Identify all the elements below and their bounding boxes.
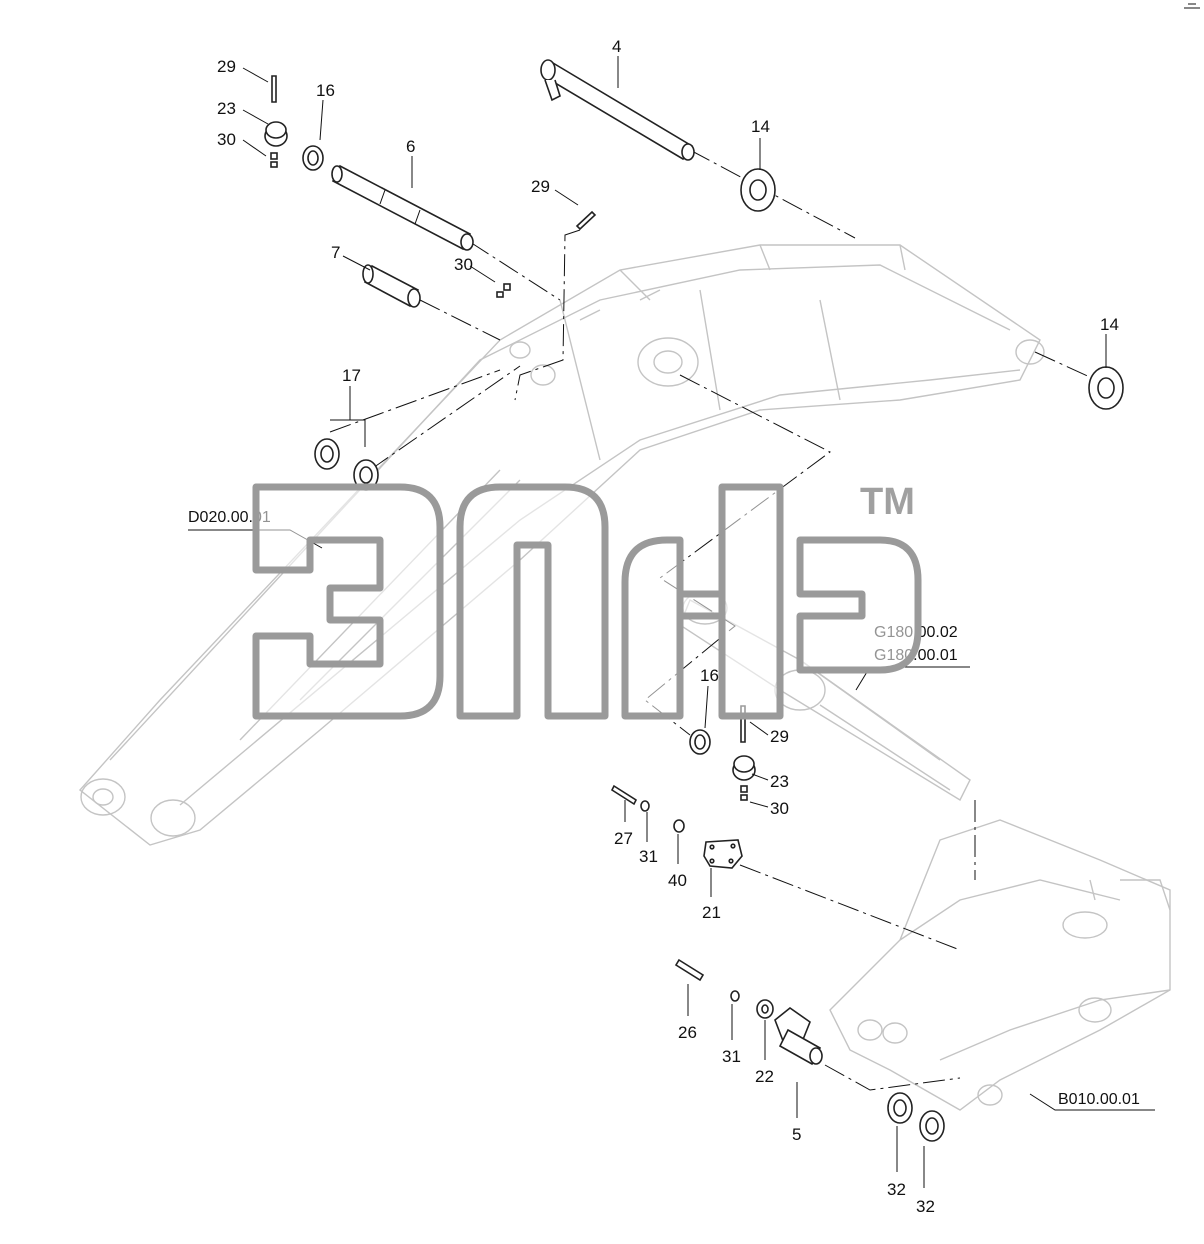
callout-29: 29 [531,177,550,196]
washer-16-lower [689,729,711,755]
reference-boom: D020.00.01 [188,509,271,526]
washer-17-a [314,438,340,470]
collar-23-lower [732,755,756,781]
bolt-26 [674,958,705,982]
pin-5 [774,1007,823,1066]
frame-outline [829,819,1171,1111]
callout-16: 16 [316,81,335,100]
nut-30-lower [740,785,748,801]
callout-23: 23 [217,99,236,118]
callout-7: 7 [331,243,340,262]
callout-29: 29 [217,57,236,76]
callout-30: 30 [454,255,473,274]
callout-30: 30 [770,799,789,818]
pin-6 [331,164,474,251]
callout-17: 17 [342,366,361,385]
callout-23: 23 [770,772,789,791]
bolt-29-mid [575,210,597,231]
washer-17-b [353,459,379,491]
callout-27: 27 [614,829,633,848]
reference-frame: B010.00.01 [1058,1091,1140,1108]
washer-14-top [740,168,776,212]
trademark-symbol: TM [860,481,915,523]
washer-31-upper [640,800,650,812]
callout-14: 14 [1100,315,1119,334]
assembly-center-lines [329,149,1093,1091]
bolt-27 [610,784,638,806]
callout-29: 29 [770,727,789,746]
callout-16: 16 [700,666,719,685]
pin-4 [540,59,695,161]
washer-22 [756,999,774,1019]
callout-32: 32 [887,1180,906,1199]
washer-16-top [302,145,324,171]
callout-31: 31 [639,847,658,866]
callout-26: 26 [678,1023,697,1042]
washer-31-lower [730,990,740,1002]
callout-31: 31 [722,1047,741,1066]
callout-4: 4 [612,37,621,56]
callout-32: 32 [916,1197,935,1216]
collar-23-top [264,121,288,147]
watermark-logo: TM [252,481,922,720]
callout-22: 22 [755,1067,774,1086]
corner-mark [1184,3,1200,9]
callout-labels: 4 14 14 29 23 30 16 6 29 30 7 17 16 29 2… [217,37,1119,1216]
callout-40: 40 [668,871,687,890]
nut-30-mid [496,283,511,298]
washer-40 [673,819,685,833]
callout-6: 6 [406,137,415,156]
washer-32-b [919,1110,945,1142]
callout-14: 14 [751,117,770,136]
plate-21 [703,839,743,869]
callout-30: 30 [217,130,236,149]
washer-32-a [887,1092,913,1124]
nut-30-top [270,152,278,168]
bolt-29-top [271,75,277,103]
washer-14-right [1088,366,1124,410]
callout-5: 5 [792,1125,801,1144]
callout-21: 21 [702,903,721,922]
bushing-7 [362,264,421,308]
